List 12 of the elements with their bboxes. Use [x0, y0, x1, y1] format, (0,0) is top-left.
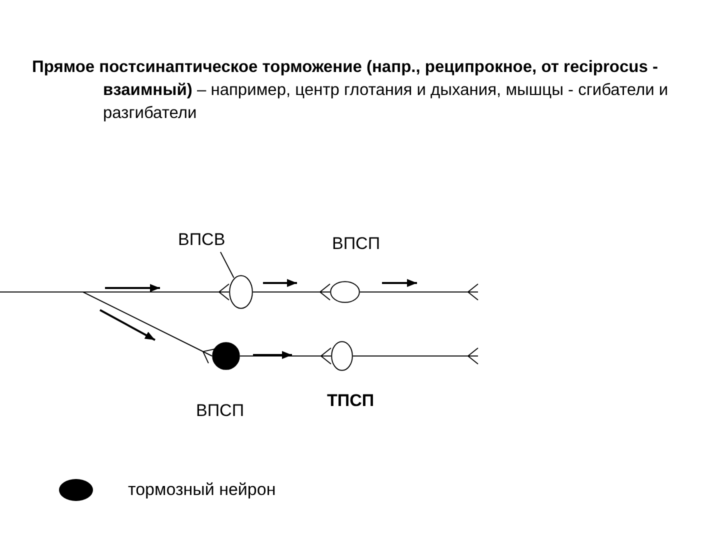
potential-label: ВПСП	[196, 401, 244, 421]
axon-line	[0, 292, 216, 364]
legend-text: тормозный нейрон	[128, 480, 276, 500]
axon-line	[252, 284, 330, 300]
potential-label: ВПСВ	[178, 230, 226, 250]
axon-line	[240, 348, 332, 364]
axon-line	[360, 284, 478, 300]
potential-label: ВПСП	[332, 234, 380, 254]
axon-line	[352, 348, 478, 364]
leader-line	[220, 252, 234, 278]
potential-label: ТПСП	[327, 391, 374, 411]
title-text: Прямое постсинаптическое торможение (напр., реципрокное, от reciprocus - взаимный) – например, центр глотания и дыхания, мышцы - сгибатели и разгибатели	[32, 57, 670, 124]
